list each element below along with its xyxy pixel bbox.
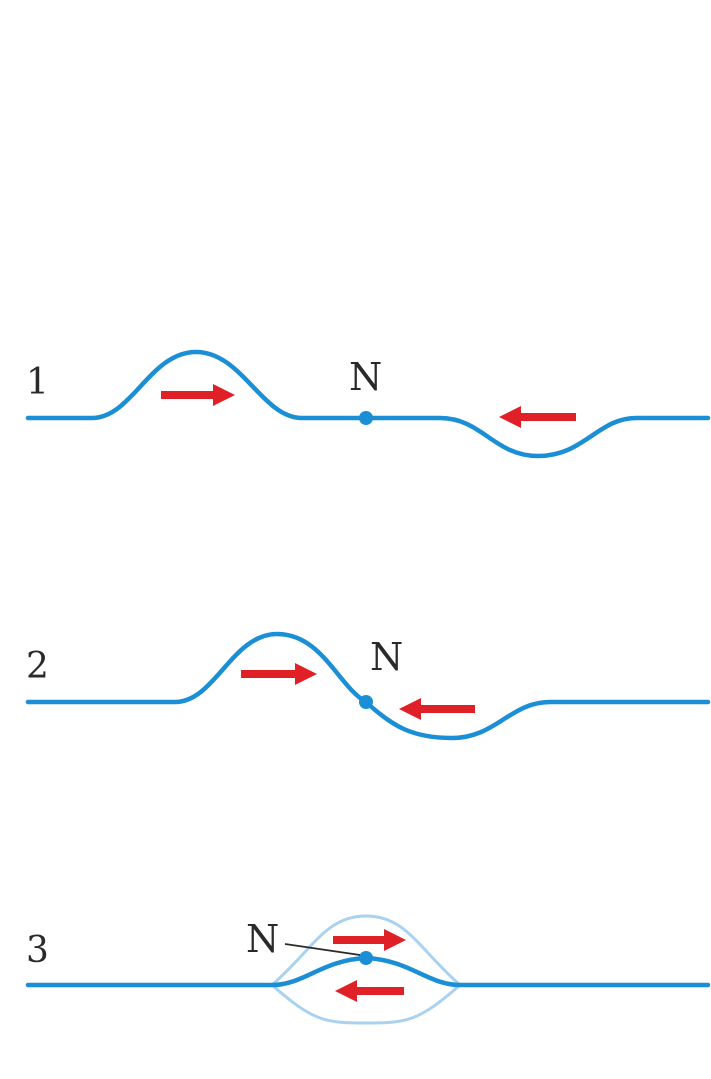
panel-number: 1 bbox=[26, 362, 49, 403]
left-arrow-icon bbox=[499, 406, 576, 428]
string-wave bbox=[28, 634, 708, 738]
panel-2: 2 N bbox=[26, 634, 708, 738]
node-leader-line bbox=[285, 944, 360, 955]
node-label: N bbox=[246, 917, 279, 961]
node-label: N bbox=[370, 635, 403, 679]
left-arrow-icon bbox=[335, 980, 404, 1002]
upper-pulse-outline bbox=[272, 916, 460, 985]
right-arrow-icon bbox=[333, 929, 406, 951]
panel-number: 3 bbox=[26, 930, 49, 971]
panel-1: 1 N bbox=[26, 352, 708, 456]
left-arrow-icon bbox=[399, 698, 475, 720]
node-point bbox=[359, 695, 373, 709]
node-label: N bbox=[349, 355, 382, 399]
right-arrow-icon bbox=[161, 384, 235, 406]
node-point bbox=[359, 411, 373, 425]
node-point bbox=[359, 951, 373, 965]
panel-number: 2 bbox=[26, 646, 49, 687]
panel-3: 3 N bbox=[26, 916, 708, 1023]
right-arrow-icon bbox=[241, 663, 317, 685]
